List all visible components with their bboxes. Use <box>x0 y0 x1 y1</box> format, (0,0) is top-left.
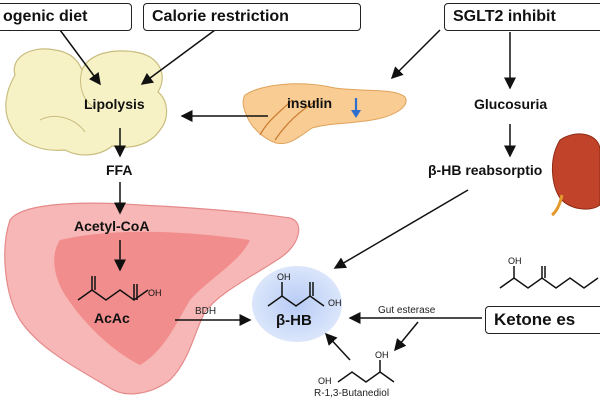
arrow-calorie-to-lipolysis <box>140 29 216 85</box>
bhb-structure <box>267 282 325 307</box>
kidney-icon <box>551 133 600 217</box>
pancreas-icon <box>242 83 407 145</box>
insulin-label: insulin <box>287 95 333 111</box>
lipolysis-label: Lipolysis <box>84 96 145 112</box>
bhb-acid-oh-label: OH <box>328 298 342 308</box>
bdh-label: BDH <box>195 306 217 317</box>
bhb-reabsorption-label: β-HB reabsorptio <box>428 162 543 178</box>
acac-structure <box>77 276 149 301</box>
arrow-butanediol-to-bhb <box>324 332 351 361</box>
glucosuria-label: Glucosuria <box>474 96 548 112</box>
sglt2-inhibitor-box: SGLT2 inhibit <box>444 3 600 31</box>
bhb-highlight <box>252 266 342 342</box>
ketone-ester-box: Ketone es <box>485 306 600 334</box>
arrow-sglt2-to-pancreas <box>390 29 441 80</box>
arrow-reabsorption-to-bhb <box>333 189 469 269</box>
butanediol-structure <box>337 360 395 383</box>
butanediol-oh-top-label: OH <box>375 350 389 360</box>
acac-label: AcAc <box>94 310 130 326</box>
calorie-restriction-box: Calorie restriction <box>143 3 361 31</box>
ester-oh-label: OH <box>508 256 522 266</box>
bhb-label: β-HB <box>276 312 312 329</box>
butanediol-oh-left-label: OH <box>318 376 332 386</box>
ketone-ester-structure <box>499 266 599 289</box>
acetyl-coa-label: Acetyl-CoA <box>74 218 150 234</box>
bhb-upper-oh-label: OH <box>277 272 291 282</box>
adipose-tissue-icon <box>5 48 168 156</box>
butanediol-label: R-1,3-Butanediol <box>314 388 390 399</box>
acac-oh-label: OH <box>148 288 162 298</box>
ketogenic-diet-box: ogenic diet <box>0 3 132 31</box>
liver-icon <box>4 202 300 395</box>
gut-esterase-label: Gut esterase <box>378 305 436 316</box>
ffa-label: FFA <box>106 162 133 178</box>
insulin-decrease-arrow-icon <box>351 98 361 118</box>
arrow-keto-to-lipolysis <box>59 29 101 86</box>
arrow-ester-to-butanediol <box>394 321 419 352</box>
